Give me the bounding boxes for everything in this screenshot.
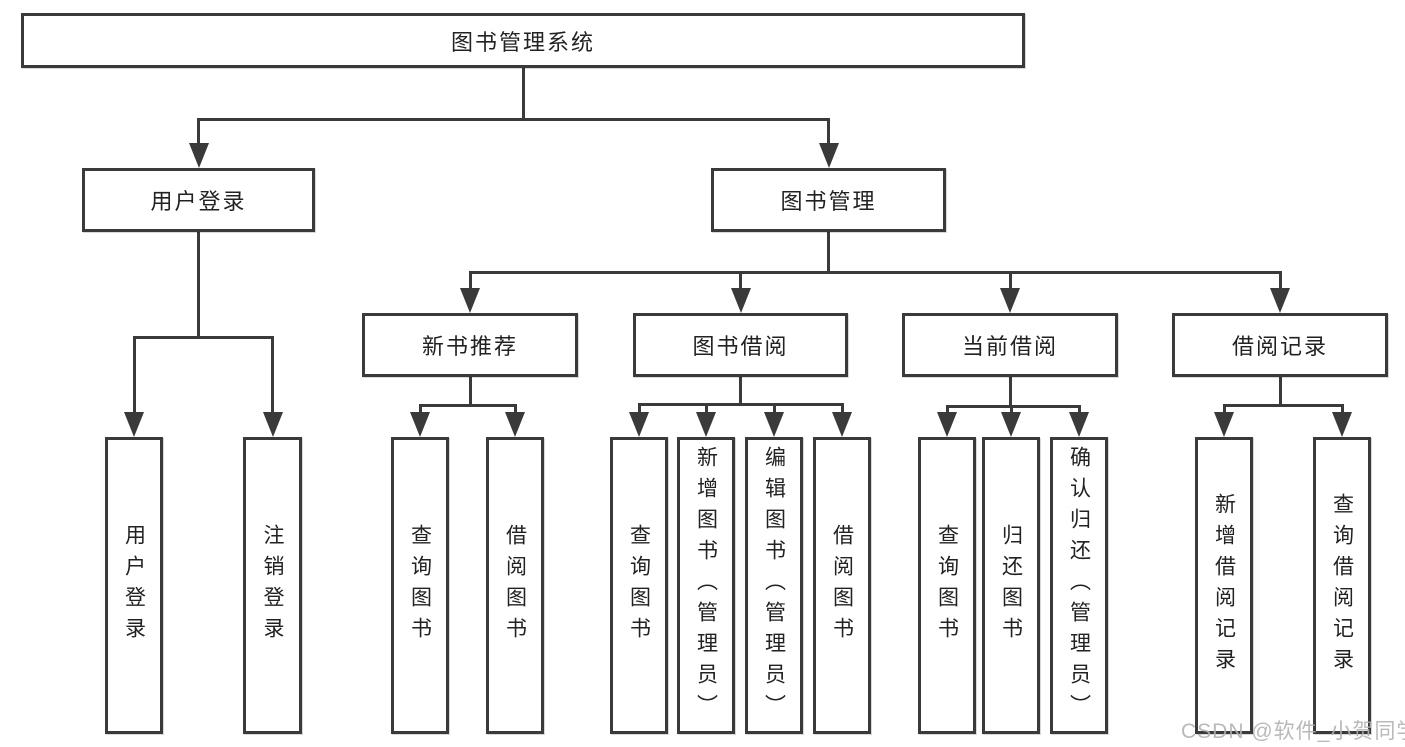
connector-drop bbox=[513, 405, 517, 413]
arrowhead-down-icon bbox=[764, 412, 784, 437]
connector-stub bbox=[739, 377, 742, 404]
node-label: 图书管理 bbox=[780, 189, 877, 214]
arrowhead-down-icon bbox=[1332, 412, 1352, 437]
node-label: 借阅图书 bbox=[830, 523, 854, 648]
node-label: 新书推荐 bbox=[421, 334, 518, 359]
node-label: 确认归还（管理员） bbox=[1067, 446, 1091, 725]
arrowhead-down-icon bbox=[629, 412, 649, 437]
connector-stub bbox=[827, 232, 830, 272]
connector-branch bbox=[945, 404, 1081, 408]
arrowhead-down-icon bbox=[262, 412, 283, 437]
node-label: 编辑图书（管理员） bbox=[762, 446, 786, 725]
node-label: 查询图书 bbox=[627, 523, 651, 648]
connector-drop bbox=[772, 404, 776, 413]
connector-drop bbox=[1009, 406, 1013, 413]
node-br-query: 查询借阅记录 bbox=[1313, 437, 1371, 734]
node-logout-leaf: 注销登录 bbox=[243, 437, 302, 734]
connector-stub bbox=[468, 377, 472, 405]
node-root: 图书管理系统 bbox=[21, 13, 1025, 68]
connector-branch bbox=[418, 403, 517, 407]
node-book-mgmt: 图书管理 bbox=[711, 168, 946, 232]
arrowhead-down-icon bbox=[188, 143, 209, 168]
connector-drop bbox=[1222, 405, 1226, 413]
connector-stub bbox=[521, 68, 525, 119]
node-current-borrow: 当前借阅 bbox=[902, 313, 1118, 377]
connector-drop bbox=[468, 272, 472, 289]
node-label: 新增图书（管理员） bbox=[694, 446, 718, 725]
connector-drop bbox=[704, 404, 708, 413]
connector-drop bbox=[1340, 405, 1344, 413]
connector-branch bbox=[197, 117, 830, 121]
node-label: 注销登录 bbox=[261, 523, 284, 648]
arrowhead-down-icon bbox=[1214, 412, 1234, 437]
connector-drop bbox=[1077, 406, 1081, 413]
node-label: 借阅图书 bbox=[503, 523, 527, 648]
arrowhead-down-icon bbox=[1069, 412, 1089, 437]
connector-drop bbox=[418, 405, 422, 413]
connector-drop bbox=[1278, 272, 1282, 289]
watermark: CSDN @软件_小贺同学 bbox=[1181, 720, 1405, 743]
connector-drop bbox=[827, 119, 830, 144]
node-br-add: 新增借阅记录 bbox=[1195, 437, 1253, 734]
arrowhead-down-icon bbox=[1270, 288, 1290, 313]
node-label: 查询图书 bbox=[408, 523, 432, 648]
node-label: 查询图书 bbox=[935, 523, 959, 648]
connector-drop bbox=[945, 406, 949, 413]
connector-drop bbox=[739, 272, 742, 289]
connector-stub bbox=[1278, 377, 1282, 405]
arrowhead-down-icon bbox=[410, 412, 430, 437]
node-cb-return: 归还图书 bbox=[982, 437, 1040, 734]
node-new-book-rec: 新书推荐 bbox=[362, 313, 578, 377]
arrowhead-down-icon bbox=[124, 412, 144, 437]
connector-stub bbox=[1008, 377, 1012, 406]
node-label: 图书管理系统 bbox=[450, 29, 595, 55]
node-bb-borrow: 借阅图书 bbox=[813, 437, 871, 734]
connector-branch bbox=[132, 335, 274, 339]
arrowhead-down-icon bbox=[937, 412, 957, 437]
node-bb-add: 新增图书（管理员） bbox=[677, 437, 735, 734]
connector-drop bbox=[840, 404, 844, 413]
node-label: 查询借阅记录 bbox=[1330, 492, 1354, 679]
node-label: 用户登录 bbox=[150, 189, 247, 214]
connector-drop bbox=[637, 404, 641, 413]
node-cb-query: 查询图书 bbox=[918, 437, 976, 734]
connector-branch bbox=[468, 270, 1282, 274]
node-label: 当前借阅 bbox=[961, 334, 1058, 359]
node-borrow-record: 借阅记录 bbox=[1172, 313, 1388, 377]
node-user-login: 用户登录 bbox=[82, 168, 315, 232]
node-label: 归还图书 bbox=[999, 523, 1023, 648]
connector-branch bbox=[1222, 403, 1344, 407]
node-bb-edit: 编辑图书（管理员） bbox=[745, 437, 803, 734]
arrowhead-down-icon bbox=[505, 412, 525, 437]
connector-stub bbox=[197, 232, 200, 337]
node-book-borrow: 图书借阅 bbox=[633, 313, 848, 377]
connector-drop bbox=[132, 337, 136, 413]
arrowhead-down-icon bbox=[832, 412, 852, 437]
node-label: 新增借阅记录 bbox=[1212, 492, 1236, 679]
arrowhead-down-icon bbox=[730, 288, 751, 313]
node-label: 借阅记录 bbox=[1231, 334, 1328, 359]
node-cb-confirm: 确认归还（管理员） bbox=[1050, 437, 1108, 734]
arrowhead-down-icon bbox=[1001, 412, 1021, 437]
node-bb-query: 查询图书 bbox=[610, 437, 668, 734]
connector-branch bbox=[637, 402, 844, 406]
node-rec-query: 查询图书 bbox=[391, 437, 449, 734]
node-label: 用户登录 bbox=[122, 523, 146, 648]
node-label: 图书借阅 bbox=[692, 334, 789, 359]
arrowhead-down-icon bbox=[818, 143, 839, 168]
node-login-leaf: 用户登录 bbox=[105, 437, 163, 734]
arrowhead-down-icon bbox=[696, 412, 716, 437]
node-rec-borrow: 借阅图书 bbox=[486, 437, 544, 734]
connector-drop bbox=[1008, 272, 1012, 289]
arrowhead-down-icon bbox=[460, 288, 480, 313]
connector-drop bbox=[271, 337, 274, 413]
arrowhead-down-icon bbox=[1000, 288, 1020, 313]
connector-drop bbox=[197, 119, 200, 144]
